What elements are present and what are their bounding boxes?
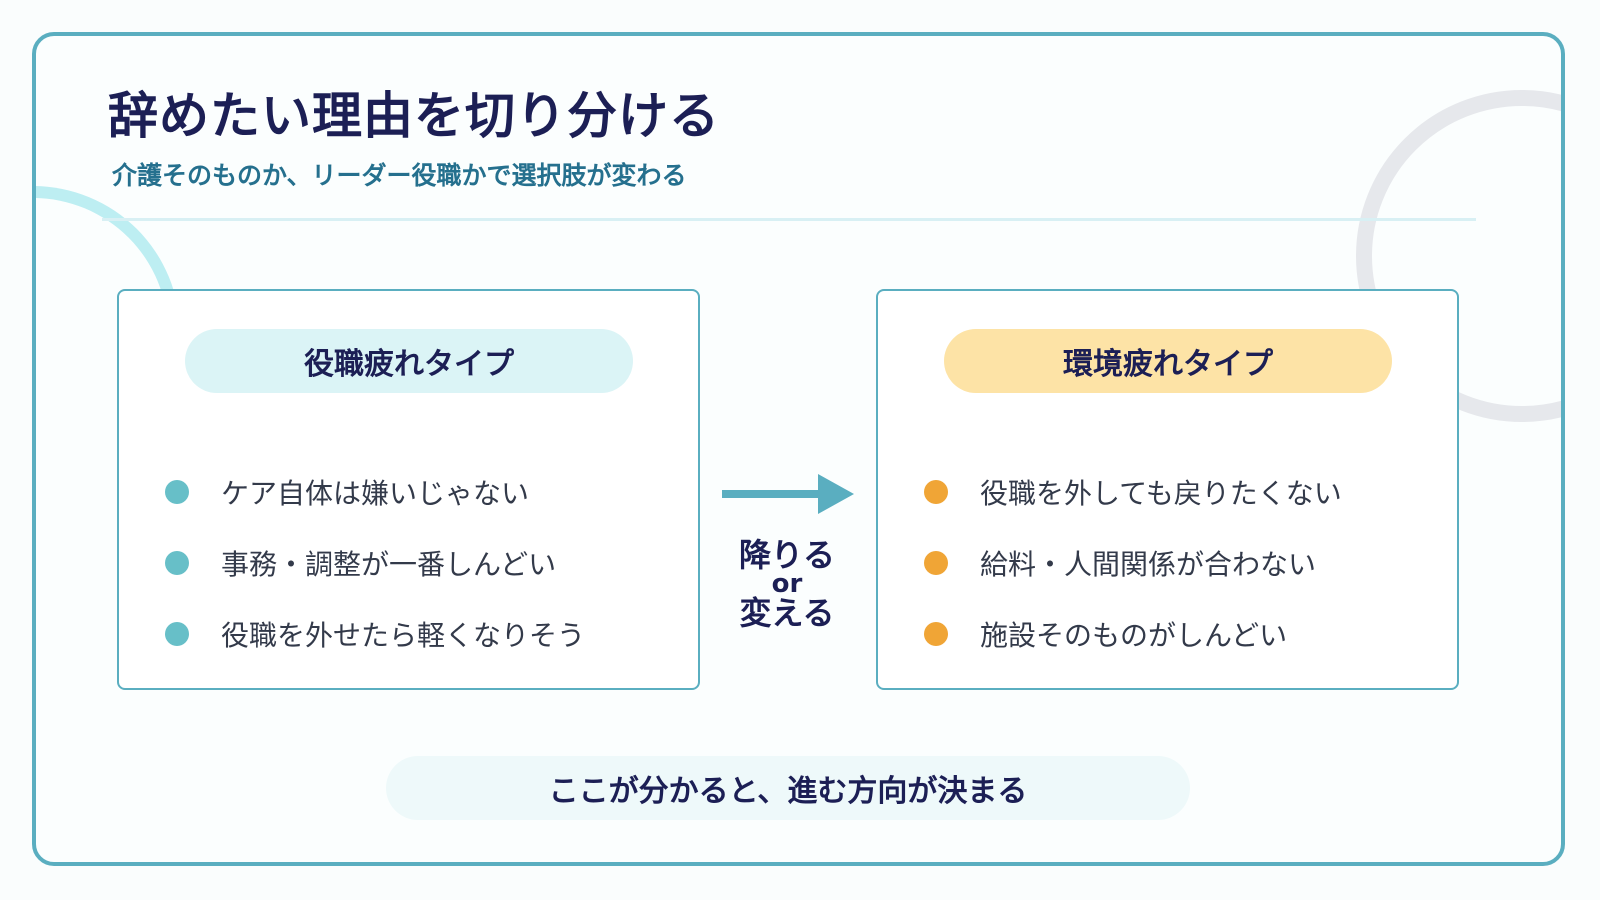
- list-item: 給料・人間関係が合わない: [924, 527, 1342, 598]
- connector-label: 降りる or 変える: [722, 536, 852, 632]
- list-item-text: 役職を外せたら軽くなりそう: [221, 618, 586, 652]
- list-item-text: 給料・人間関係が合わない: [980, 547, 1317, 581]
- list-item-text: 施設そのものがしんどい: [980, 618, 1288, 652]
- role-fatigue-card: 役職疲れタイプ ケア自体は嫌いじゃない 事務・調整が一番しんどい 役職を外せたら…: [117, 289, 700, 690]
- conclusion-banner: ここが分かると、進む方向が決まる: [386, 756, 1190, 820]
- role-fatigue-list: ケア自体は嫌いじゃない 事務・調整が一番しんどい 役職を外せたら軽くなりそう: [165, 456, 585, 669]
- connector-step-down: 降りる: [738, 536, 835, 574]
- list-item-text: 役職を外しても戻りたくない: [980, 476, 1342, 510]
- list-item: ケア自体は嫌いじゃない: [165, 456, 585, 527]
- role-fatigue-label: 役職疲れタイプ: [185, 329, 633, 393]
- slide-frame: 辞めたい理由を切り分ける 介護そのものか、リーダー役職かで選択肢が変わる 役職疲…: [32, 32, 1565, 866]
- environment-fatigue-card: 環境疲れタイプ 役職を外しても戻りたくない 給料・人間関係が合わない 施設そのも…: [876, 289, 1459, 690]
- header-divider: [102, 218, 1476, 221]
- list-item-text: 事務・調整が一番しんどい: [221, 547, 557, 581]
- connector-or: or: [771, 569, 803, 599]
- bullet-dot: [165, 550, 189, 575]
- list-item-text: ケア自体は嫌いじゃない: [221, 476, 530, 510]
- page-subtitle: 介護そのものか、リーダー役職かで選択肢が変わる: [112, 161, 687, 190]
- connector-change: 変える: [739, 594, 835, 632]
- bullet-dot: [165, 621, 189, 646]
- environment-fatigue-list: 役職を外しても戻りたくない 給料・人間関係が合わない 施設そのものがしんどい: [924, 456, 1342, 669]
- environment-fatigue-label: 環境疲れタイプ: [944, 329, 1392, 393]
- bullet-dot: [924, 479, 948, 504]
- list-item: 役職を外しても戻りたくない: [924, 456, 1342, 527]
- bullet-dot: [165, 479, 189, 504]
- bullet-dot: [924, 550, 948, 575]
- bullet-dot: [924, 621, 948, 646]
- page-title: 辞めたい理由を切り分ける: [108, 87, 720, 145]
- list-item: 役職を外せたら軽くなりそう: [165, 598, 585, 669]
- arrow-right-icon: [722, 474, 854, 514]
- list-item: 事務・調整が一番しんどい: [165, 527, 585, 598]
- list-item: 施設そのものがしんどい: [924, 598, 1342, 669]
